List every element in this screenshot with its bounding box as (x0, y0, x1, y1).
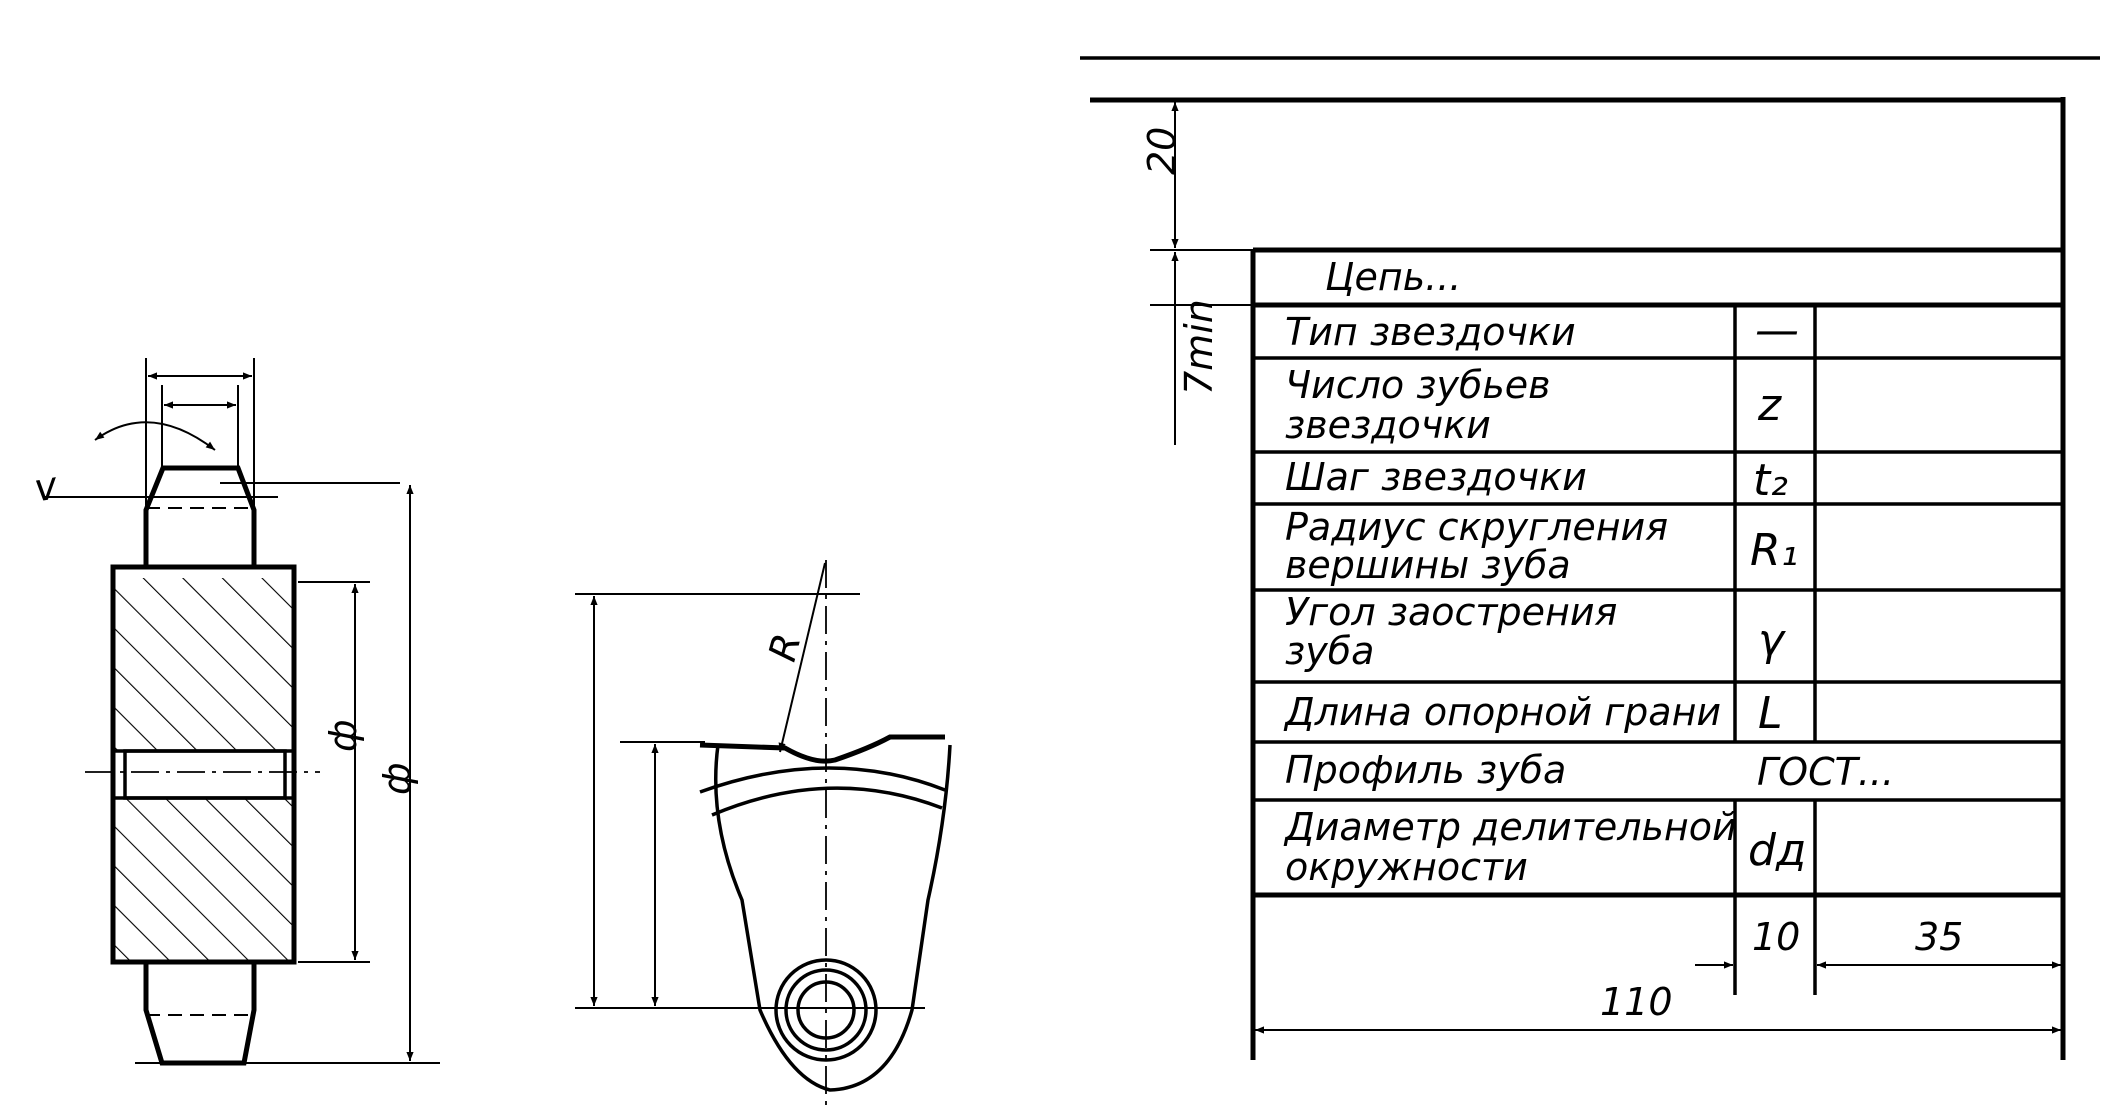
roller-middle (784, 968, 868, 1052)
height-7min-label: 7min (1177, 299, 1221, 395)
parameter-table: Цепь... Тип звездочки Число зубьев звезд… (1080, 56, 2100, 1060)
hub-section-upper (113, 578, 294, 751)
row-label-tip-radius: Радиус скругления (1285, 505, 1668, 549)
roller-outer (774, 958, 878, 1062)
tooth-angle-arc (94, 421, 216, 451)
tooth-top-profile (699, 734, 945, 764)
row-symbol-teeth-count: z (1757, 380, 1782, 431)
row-label-pitch-diameter: Диаметр делительной (1283, 805, 1737, 849)
hub-section-lower (113, 798, 294, 962)
row-label-teeth-count-line2: звездочки (1285, 403, 1491, 447)
row-label-teeth-count: Число зубьев (1285, 363, 1551, 407)
row-symbol-support-length: L (1758, 688, 1783, 739)
row-symbol-tooth-profile: ГОСТ... (1757, 750, 1894, 794)
row-label-pitch: Шаг звездочки (1285, 455, 1587, 499)
table-header-text: Цепь... (1325, 255, 1461, 299)
outer-diameter-symbol: ф (375, 763, 419, 796)
row-symbol-tip-radius: R₁ (1750, 525, 1798, 576)
row-symbol-pitch: t₂ (1753, 455, 1788, 506)
row-label-sharpening-angle: Угол заострения (1285, 590, 1617, 634)
row-symbol-sprocket-type: — (1755, 305, 1799, 356)
row-label-tooth-profile: Профиль зуба (1285, 748, 1566, 792)
tooth-profile-view: R (575, 560, 952, 1110)
width-35-label: 35 (1915, 915, 1963, 959)
tooth-radius-leader (778, 562, 826, 753)
row-label-sharpening-angle-line2: зуба (1285, 629, 1374, 673)
roller-inner (796, 980, 856, 1040)
row-label-sprocket-type: Тип звездочки (1285, 310, 1576, 354)
sprocket-section-view: v ф ф (31, 358, 440, 1066)
width-10-label: 10 (1752, 915, 1800, 959)
sprocket-outline (110, 465, 297, 1066)
tooth-radius-symbol: R (760, 629, 809, 666)
row-symbol-sharpening-angle: γ (1758, 615, 1786, 666)
tooth-angle-symbol: v (31, 463, 61, 510)
row-label-tip-radius-line2: вершины зуба (1285, 543, 1571, 587)
hub-diameter-symbol: ф (321, 720, 365, 753)
tooth-body-outline (713, 744, 952, 1092)
row-label-pitch-diameter-line2: окружности (1285, 845, 1528, 889)
height-20-label: 20 (1140, 127, 1184, 175)
width-110-label: 110 (1600, 980, 1673, 1024)
row-label-support-length: Длина опорной грани (1283, 690, 1721, 734)
tooth-inner-arc-2 (711, 786, 943, 817)
bore (123, 749, 287, 800)
row-symbol-pitch-diameter: dд (1748, 825, 1806, 876)
